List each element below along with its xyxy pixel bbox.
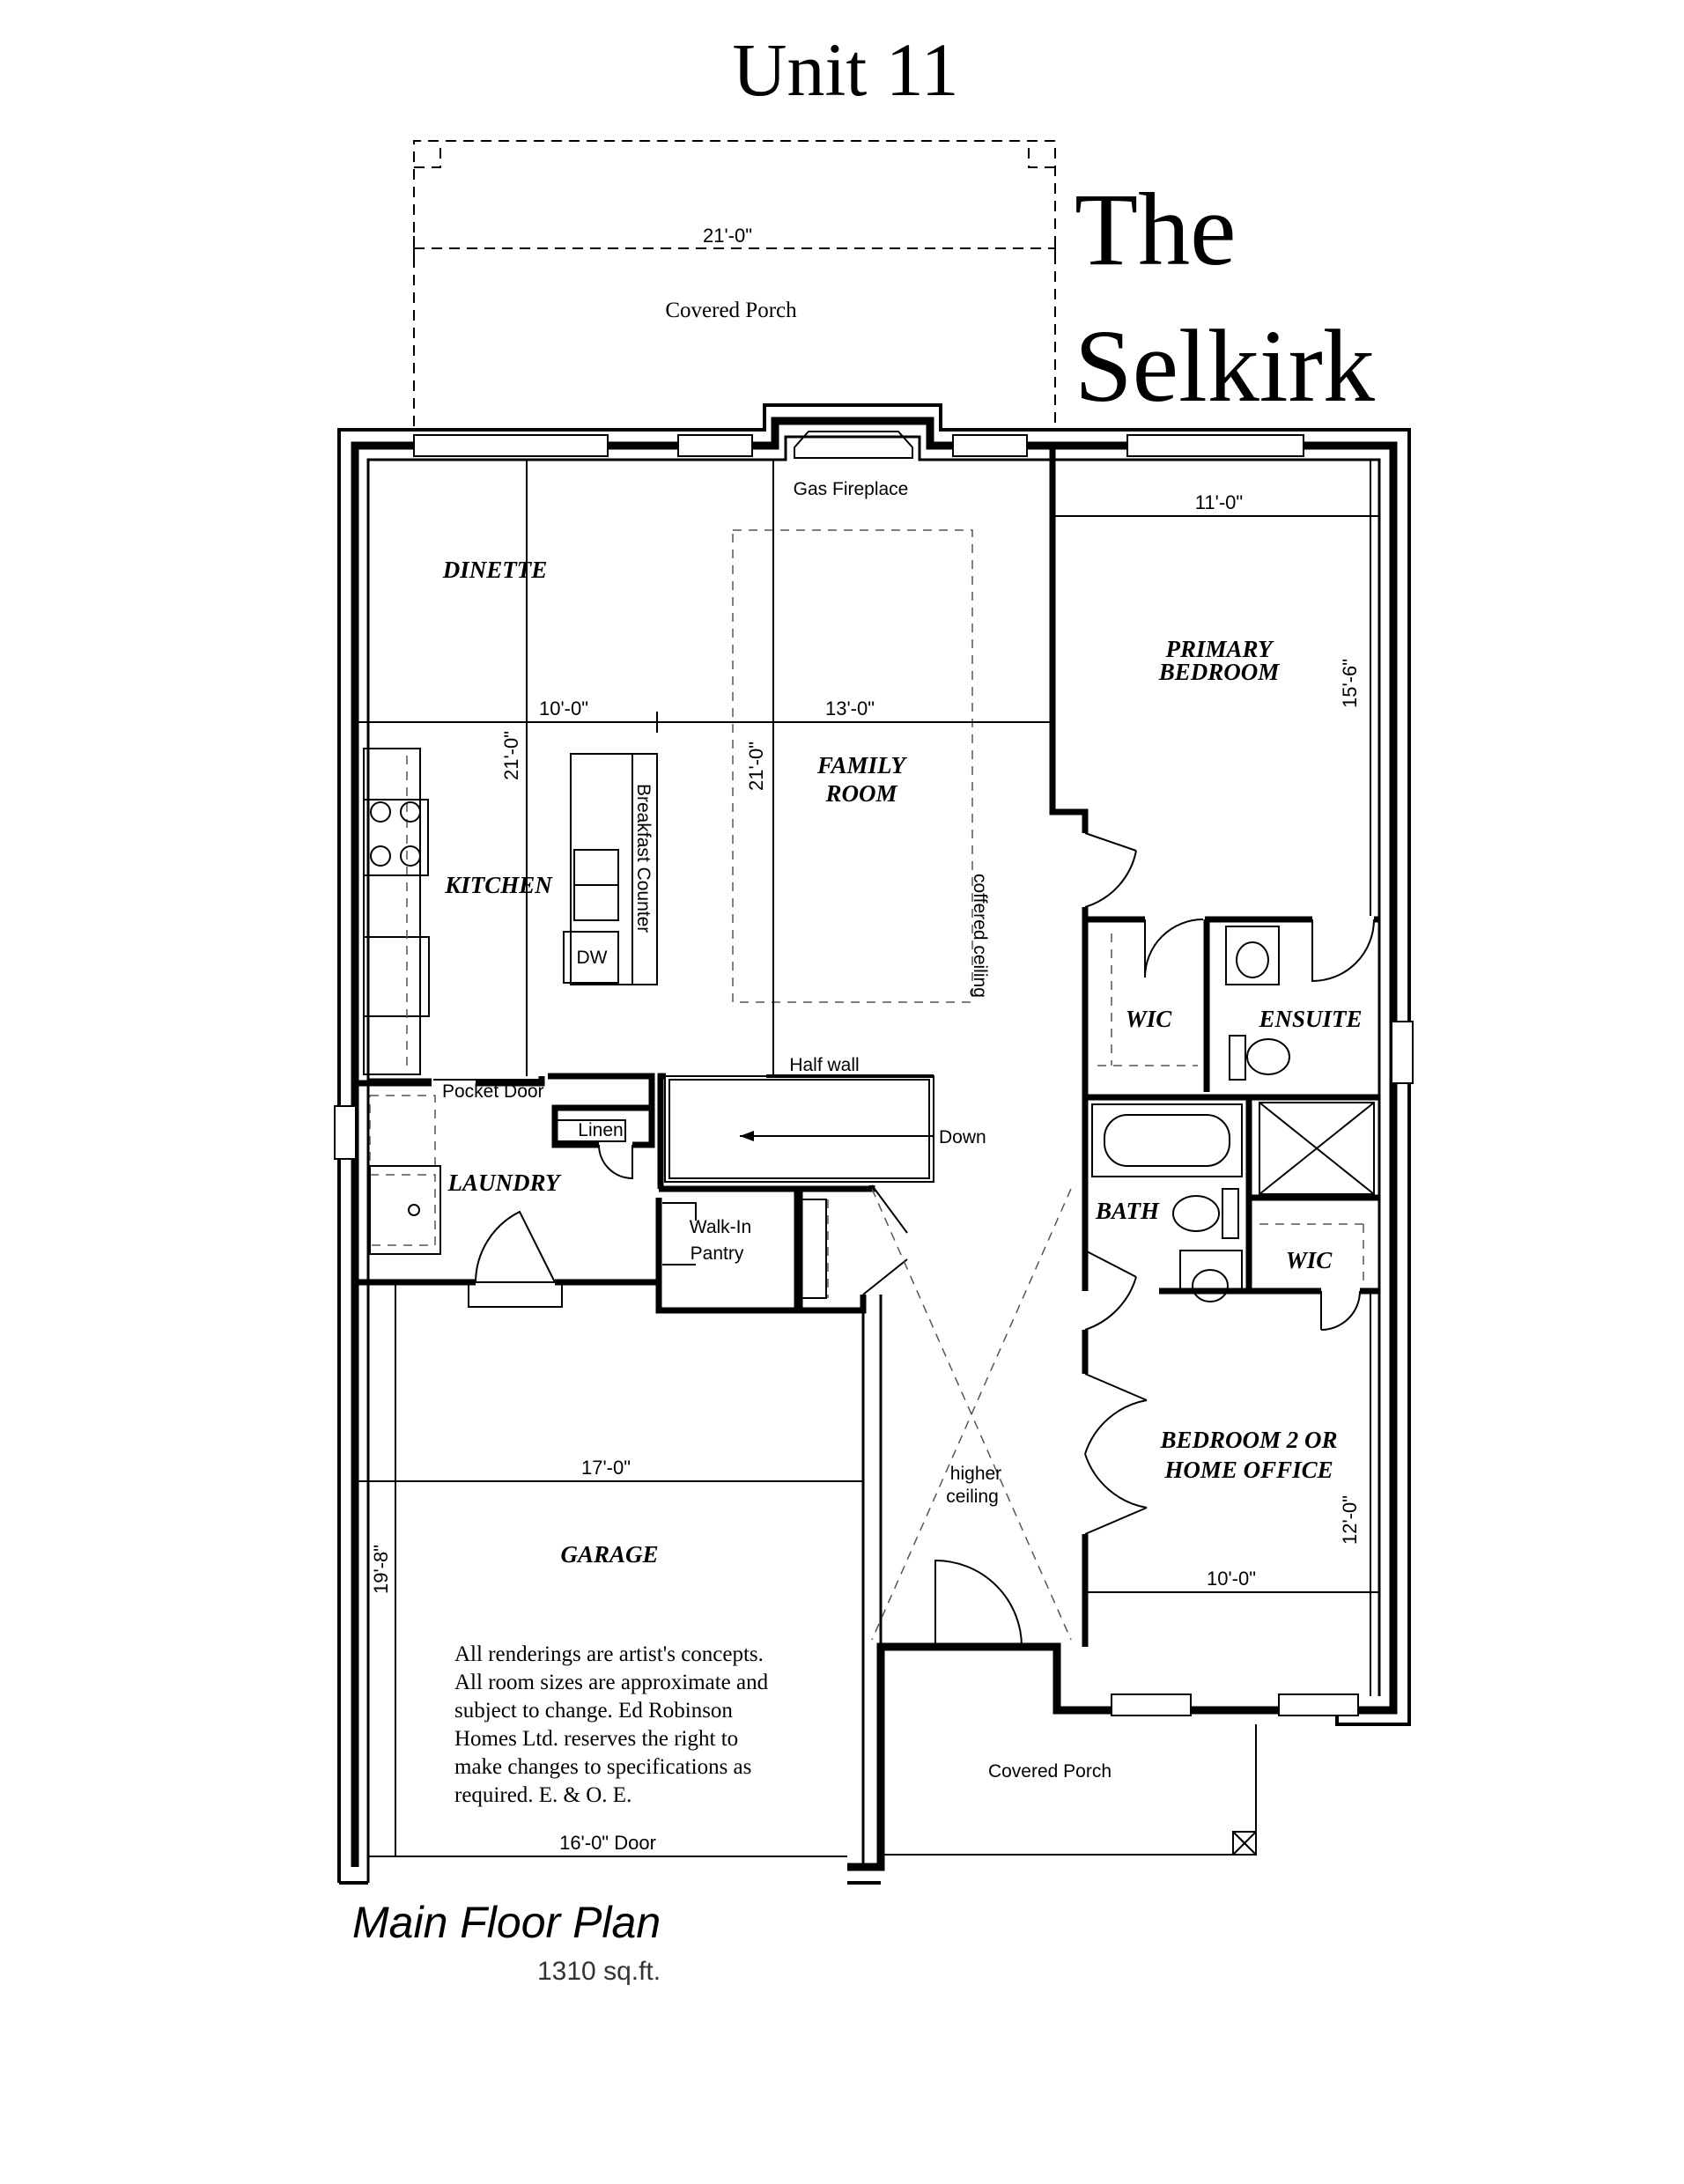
gas-fireplace-label: Gas Fireplace (794, 479, 909, 499)
room-family-line1: FAMILY (816, 752, 908, 778)
model-name-line1: The (1075, 172, 1236, 287)
coffered-ceiling-label: coffered ceiling (970, 874, 990, 998)
exterior-walls (337, 403, 1411, 1885)
burner-icon (400, 845, 421, 867)
half-wall-label: Half wall (789, 1055, 859, 1075)
disclaimer-line: All renderings are artist's concepts. (454, 1642, 764, 1666)
linen-shelf (554, 1119, 626, 1142)
disclaimer-line: make changes to specifications as (454, 1755, 751, 1779)
bedroom2-width-dim: 10'-0" (1207, 1568, 1256, 1590)
disclaimer-line: Homes Ltd. reserves the right to (454, 1727, 738, 1751)
linen-label: Linen (578, 1120, 623, 1140)
kitchen-width-dim: 10'-0" (539, 697, 588, 719)
room-garage: GARAGE (560, 1541, 658, 1568)
gas-fireplace: Gas Fireplace (794, 431, 913, 499)
pantry-label-line1: Walk-In (690, 1217, 751, 1237)
breakfast-counter: DW Breakfast Counter (563, 753, 658, 985)
garage-width-dim: 17'-0" (581, 1457, 631, 1479)
covered-porch-bottom: Covered Porch (880, 1724, 1257, 1867)
plan-heading: Main Floor Plan (352, 1898, 661, 1947)
room-primary-line2: BEDROOM (1158, 659, 1281, 685)
family-depth-dim: 21'-0" (745, 742, 767, 791)
covered-porch-bottom-label: Covered Porch (988, 1761, 1112, 1782)
dishwasher-label: DW (577, 948, 608, 968)
stairs-down-label: Down (939, 1127, 986, 1147)
dinette-depth-dim: 21'-0" (500, 731, 522, 780)
bedroom2-depth-dim: 12'-0" (1339, 1495, 1361, 1545)
pocket-door-label: Pocket Door (442, 1081, 544, 1102)
room-wic-bedroom2: WIC (1286, 1247, 1333, 1273)
unit-title: Unit 11 (732, 27, 958, 112)
covered-porch-top: 21'-0" Covered Porch (413, 140, 1056, 426)
down-arrow-icon (740, 1131, 754, 1141)
model-name-line2: Selkirk (1075, 308, 1375, 424)
stairs (664, 1075, 934, 1183)
disclaimer: All renderings are artist's concepts. Al… (454, 1642, 769, 1807)
doors (433, 832, 1375, 1648)
covered-porch-top-label: Covered Porch (665, 299, 797, 322)
coffered-ceiling-outline (732, 529, 973, 1003)
kitchen-counter (363, 748, 430, 1075)
higher-ceiling-label-line2: ceiling (946, 1487, 999, 1507)
dimension-lines: 11'-0" 15'-6" 10'-0" 13'-0" 21'-0" 21'-0… (355, 460, 1379, 1857)
garage-door-dim: 16'-0" Door (559, 1832, 656, 1854)
room-bedroom2-line1: BEDROOM 2 OR (1159, 1427, 1337, 1453)
disclaimer-line: All room sizes are approximate and (454, 1671, 769, 1694)
pantry-label-line2: Pantry (691, 1243, 744, 1264)
burner-icon (370, 801, 391, 823)
dishwasher (563, 931, 619, 984)
burner-icon (370, 845, 391, 867)
garage-depth-dim: 19'-8" (370, 1545, 392, 1594)
room-ensuite: ENSUITE (1258, 1006, 1362, 1032)
windows (334, 434, 1414, 1716)
higher-ceiling-label-line1: higher (950, 1464, 1001, 1484)
higher-ceiling-outline: higher ceiling (871, 1188, 1072, 1641)
room-kitchen: KITCHEN (444, 872, 553, 898)
room-bedroom2-line2: HOME OFFICE (1163, 1457, 1333, 1483)
laundry-appliances (369, 1095, 441, 1255)
bath-fixtures (1091, 926, 1375, 1302)
primary-width-dim: 11'-0" (1195, 491, 1243, 513)
room-primary-line1: PRIMARY (1164, 636, 1274, 662)
room-laundry: LAUNDRY (447, 1169, 562, 1196)
room-bath: BATH (1095, 1198, 1160, 1224)
room-family-line2: ROOM (824, 780, 897, 807)
room-wic-primary: WIC (1126, 1006, 1173, 1032)
interior-walls (355, 446, 1379, 1647)
disclaimer-line: subject to change. Ed Robinson (454, 1699, 733, 1723)
plan-area: 1310 sq.ft. (537, 1957, 661, 1986)
disclaimer-line: required. E. & O. E. (454, 1783, 632, 1807)
primary-depth-dim: 15'-6" (1339, 659, 1361, 708)
breakfast-counter-label: Breakfast Counter (633, 784, 654, 933)
burner-icon (400, 801, 421, 823)
room-dinette: DINETTE (442, 557, 548, 583)
porch-width-dim: 21'-0" (703, 225, 752, 247)
family-width-dim: 13'-0" (825, 697, 875, 719)
